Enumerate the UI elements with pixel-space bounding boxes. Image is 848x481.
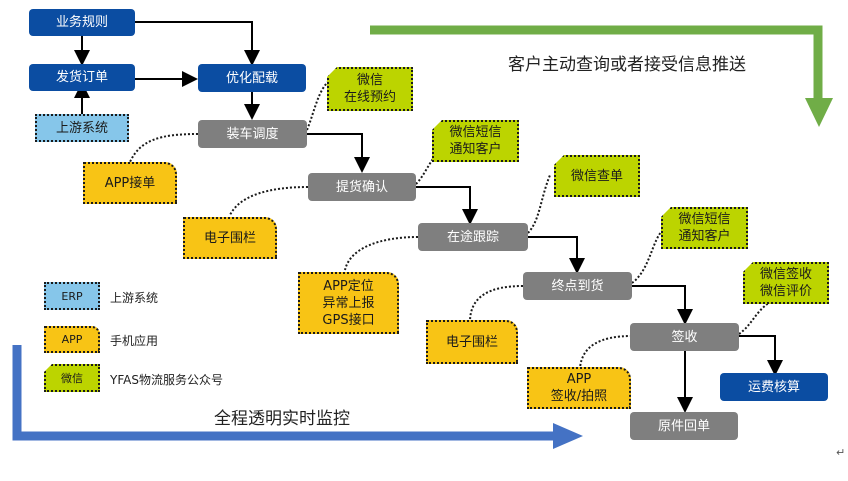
shipping-order-box[interactable]: 发货订单 [29, 64, 135, 91]
notify-customer-2-line-1: 微信短信 [678, 212, 731, 227]
flow-arrows [74, 21, 783, 413]
notify-customer-1-line-1: 微信短信 [449, 125, 502, 140]
legend-app-label: 手机应用 [110, 334, 159, 348]
app-sign-line-2: 签收/拍照 [550, 389, 608, 404]
notify-customer-1-line-2: 通知客户 [449, 142, 502, 157]
business-rules-box[interactable]: 业务规则 [29, 9, 135, 36]
legend-erp-swatch: ERP [44, 282, 100, 310]
geofence-note-2: 电子围栏 [426, 320, 518, 364]
legend-wechat-swatch: 微信 [44, 364, 100, 392]
geofence-note-1: 电子围栏 [183, 217, 277, 259]
dotted-links [129, 79, 771, 369]
load-dispatch-box[interactable]: 装车调度 [198, 120, 307, 148]
app-location-line-2: 异常上报 [322, 295, 375, 311]
app-accept-note: APP接单 [83, 162, 177, 204]
customer-push-arrowhead [805, 98, 833, 127]
monitoring-arrow [12, 345, 555, 441]
customer-push-label: 客户主动查询或者接受信息推送 [508, 55, 746, 75]
online-booking-note: 微信 在线预约 [327, 67, 413, 111]
app-sign-note: APP 签收/拍照 [527, 367, 631, 409]
freight-settlement-box[interactable]: 运费核算 [720, 373, 828, 401]
legend-wechat-label: YFAS物流服务公众号 [110, 373, 223, 387]
optimize-load-box[interactable]: 优化配载 [198, 64, 306, 92]
app-location-note: APP定位 异常上报 GPS接口 [298, 272, 399, 334]
notify-customer-note-2: 微信短信 通知客户 [661, 207, 748, 249]
upstream-system-box[interactable]: 上游系统 [35, 114, 129, 142]
wechat-sign-review-line-1: 微信签收 [759, 267, 812, 282]
destination-arrival-box[interactable]: 终点到货 [523, 272, 632, 300]
paragraph-mark: ↵ [836, 446, 846, 459]
app-sign-line-1: APP [566, 372, 592, 387]
app-location-line-1: APP定位 [323, 278, 374, 294]
app-location-line-3: GPS接口 [322, 312, 375, 328]
legend-app-swatch: APP [44, 326, 100, 353]
wechat-query-note: 微信查单 [554, 155, 640, 197]
original-return-box[interactable]: 原件回单 [630, 412, 738, 440]
sign-receipt-box[interactable]: 签收 [630, 323, 739, 351]
online-booking-line-1: 微信 [356, 73, 383, 88]
full-monitoring-label: 全程透明实时监控 [214, 409, 350, 429]
notify-customer-note-1: 微信短信 通知客户 [432, 120, 519, 162]
pickup-confirm-box[interactable]: 提货确认 [308, 173, 416, 201]
online-booking-line-2: 在线预约 [343, 90, 396, 105]
legend-erp-label: 上游系统 [110, 291, 159, 305]
in-transit-box[interactable]: 在途跟踪 [418, 223, 528, 251]
wechat-sign-review-note: 微信签收 微信评价 [743, 262, 829, 304]
notify-customer-2-line-2: 通知客户 [678, 229, 731, 244]
customer-push-arrow [370, 25, 823, 98]
wechat-sign-review-line-2: 微信评价 [759, 284, 812, 299]
monitoring-arrowhead [553, 423, 583, 449]
